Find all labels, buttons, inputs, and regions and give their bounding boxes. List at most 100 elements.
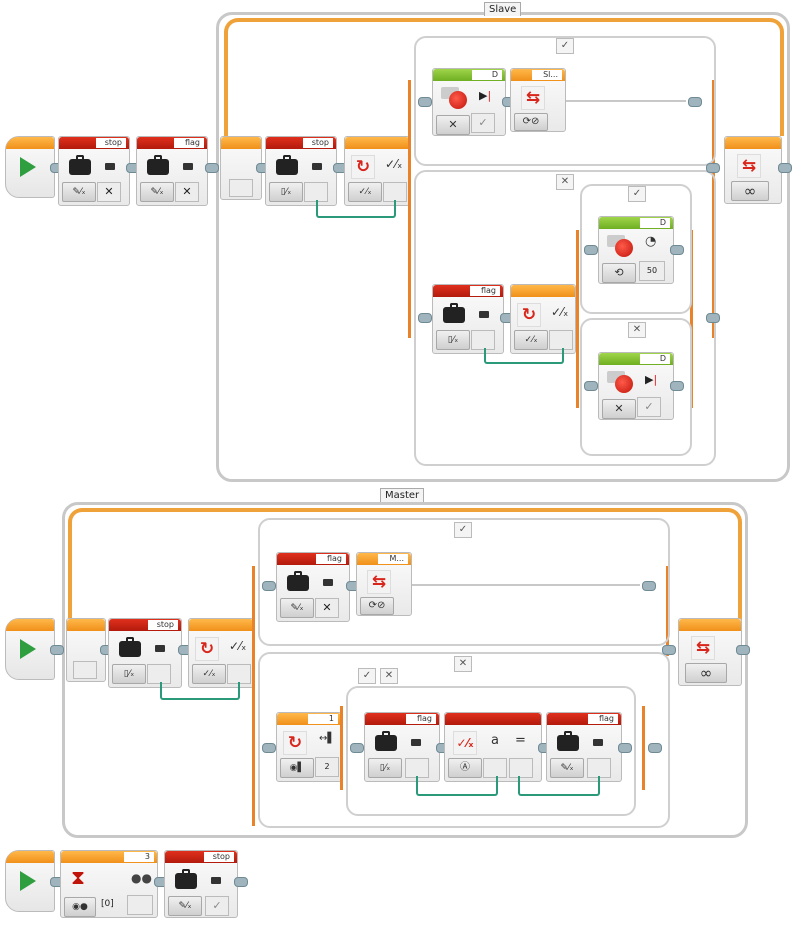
value-input[interactable] — [587, 758, 611, 778]
port-label[interactable]: D — [640, 218, 670, 228]
slave-loop-start[interactable] — [220, 136, 262, 200]
mode-selector[interactable]: ◉● — [64, 897, 96, 917]
loop-interrupt-block[interactable]: M... ⇆ ⟳⊘ — [356, 552, 412, 616]
large-motor-block[interactable]: D ▶| ✕ ✓ — [432, 68, 506, 136]
mode-selector[interactable]: ✎⁄ₓ — [140, 182, 174, 202]
mode-selector[interactable]: ✕ — [436, 115, 470, 135]
case-tab-true[interactable]: ✓ — [454, 522, 472, 538]
master-loop-end[interactable]: ⇆ ∞ — [678, 618, 742, 686]
case-tab-false[interactable]: ✕ — [454, 656, 472, 672]
start-block[interactable] — [5, 850, 55, 912]
mode-selector[interactable]: ✓⁄ₓ — [348, 182, 382, 202]
output-plug[interactable] — [471, 330, 495, 350]
port-label[interactable]: D — [472, 70, 502, 80]
loop-name[interactable]: M... — [378, 554, 408, 564]
mode-selector[interactable]: ⟳⊘ — [360, 597, 394, 615]
loop-mode-selector[interactable]: ∞ — [685, 663, 727, 683]
value-input[interactable]: ✕ — [175, 182, 199, 202]
switch-case-true[interactable] — [414, 36, 716, 166]
input-plug[interactable] — [549, 330, 573, 350]
master-loop-frame[interactable] — [62, 502, 748, 838]
output-plug[interactable] — [304, 182, 328, 202]
start-block[interactable] — [5, 136, 55, 198]
mode-selector[interactable]: ✎⁄ₓ — [168, 896, 202, 916]
variable-name[interactable]: stop — [303, 138, 333, 148]
loop-mode-selector[interactable]: ∞ — [731, 181, 769, 201]
mode-selector[interactable]: ✎⁄ₓ — [280, 598, 314, 618]
start-block[interactable] — [5, 618, 55, 680]
mode-selector[interactable]: ✓⁄ₓ — [192, 664, 226, 684]
mode-selector[interactable]: ✓⁄ₓ — [514, 330, 548, 350]
switch-block[interactable]: ↻ ✓⁄ₓ ✓⁄ₓ — [510, 284, 576, 354]
value-input[interactable]: ✓ — [205, 896, 229, 916]
variable-block-stop-write[interactable]: stop ✎⁄ₓ ✓ — [164, 850, 238, 918]
variable-name[interactable]: flag — [588, 714, 618, 724]
master-loop-title[interactable]: Master — [380, 488, 425, 502]
mode-selector[interactable]: ✕ — [602, 399, 636, 419]
input-a-plug[interactable] — [483, 758, 507, 778]
switch-case-true[interactable] — [258, 518, 670, 646]
large-motor-block[interactable]: D ▶| ✕ ✓ — [598, 352, 674, 420]
switch-block[interactable]: ↻ ✓⁄ₓ ✓⁄ₓ — [344, 136, 410, 206]
slave-loop-end[interactable]: ⇆ ∞ — [724, 136, 782, 204]
variable-block-flag-read[interactable]: flag ▯⁄ₓ — [364, 712, 440, 782]
variable-name[interactable]: flag — [406, 714, 436, 724]
variable-name[interactable]: stop — [204, 852, 234, 862]
value-input[interactable]: 2 — [315, 757, 339, 777]
mode-selector[interactable]: ▯⁄ₓ — [368, 758, 402, 778]
loop-interrupt-block[interactable]: Sl... ⇆ ⟳⊘ — [510, 68, 566, 132]
mode-selector[interactable]: ✎⁄ₓ — [62, 182, 96, 202]
case-tab-true[interactable]: ✓ — [628, 186, 646, 202]
output-plug[interactable] — [147, 664, 171, 684]
wait-block[interactable]: 3 ⧗ ●● ◉● [0] — [60, 850, 158, 918]
case-tab-false[interactable]: ✕ — [556, 174, 574, 190]
case-tab-true[interactable]: ✓ — [358, 668, 376, 684]
brake-input[interactable]: ✓ — [637, 397, 661, 417]
variable-name[interactable]: flag — [316, 554, 346, 564]
variable-name[interactable]: flag — [174, 138, 204, 148]
logic-operations-block[interactable]: ✓⁄ₓ a = Ⓐ — [444, 712, 542, 782]
sensor-switch-block[interactable]: 1 ↻ ↔▌ ◉▌ 2 — [276, 712, 342, 782]
value-input[interactable]: ✕ — [97, 182, 121, 202]
output-plug[interactable] — [127, 895, 153, 915]
large-motor-block[interactable]: D ◔ ⟲ 50 — [598, 216, 674, 284]
variable-name[interactable]: stop — [96, 138, 126, 148]
switch-block[interactable]: ↻ ✓⁄ₓ ✓⁄ₓ — [188, 618, 254, 688]
mode-selector[interactable]: ⟳⊘ — [514, 113, 548, 131]
variable-block-flag-read[interactable]: flag ▯⁄ₓ — [432, 284, 504, 354]
mode-selector[interactable]: Ⓐ — [448, 758, 482, 778]
output-plug[interactable] — [509, 758, 533, 778]
port-label[interactable]: D — [640, 354, 670, 364]
case-tab-true[interactable]: ✓ — [556, 38, 574, 54]
input-plug[interactable] — [383, 182, 407, 202]
mode-selector[interactable]: ▯⁄ₓ — [436, 330, 470, 350]
output-plug[interactable] — [405, 758, 429, 778]
mode-selector[interactable]: ▯⁄ₓ — [269, 182, 303, 202]
mode-selector[interactable]: ◉▌ — [280, 758, 314, 778]
value-input[interactable]: ✕ — [315, 598, 339, 618]
variable-name[interactable]: stop — [148, 620, 178, 630]
power-input[interactable]: 50 — [639, 261, 665, 281]
variable-name[interactable]: flag — [470, 286, 500, 296]
variable-block-stop-read[interactable]: stop ▯⁄ₓ — [265, 136, 337, 206]
inner-case-true[interactable] — [580, 184, 692, 314]
variable-block-stop-read[interactable]: stop ▯⁄ₓ — [108, 618, 182, 688]
case-tab-false[interactable]: ✕ — [380, 668, 398, 684]
slave-loop-title[interactable]: Slave — [484, 2, 522, 16]
port-label[interactable]: 3 — [124, 852, 154, 862]
mode-selector[interactable]: ▯⁄ₓ — [112, 664, 146, 684]
variable-block-flag-write[interactable]: flag ✎⁄ₓ ✕ — [276, 552, 350, 622]
loop-name[interactable]: Sl... — [532, 70, 562, 80]
inner-case-false[interactable] — [580, 318, 692, 456]
value-input[interactable]: [0] — [101, 899, 114, 909]
mode-selector[interactable]: ⟲ — [602, 263, 636, 283]
sensor-case-frame[interactable] — [346, 686, 636, 816]
mode-selector[interactable]: ✎⁄ₓ — [550, 758, 584, 778]
variable-block-flag-write[interactable]: flag ✎⁄ₓ ✕ — [136, 136, 208, 206]
switch-case-false[interactable] — [258, 652, 670, 828]
case-tab-false[interactable]: ✕ — [628, 322, 646, 338]
input-plug[interactable] — [227, 664, 251, 684]
variable-block-stop-write[interactable]: stop ✎⁄ₓ ✕ — [58, 136, 130, 206]
variable-block-flag-write[interactable]: flag ✎⁄ₓ — [546, 712, 622, 782]
port-label[interactable]: 1 — [308, 714, 338, 724]
